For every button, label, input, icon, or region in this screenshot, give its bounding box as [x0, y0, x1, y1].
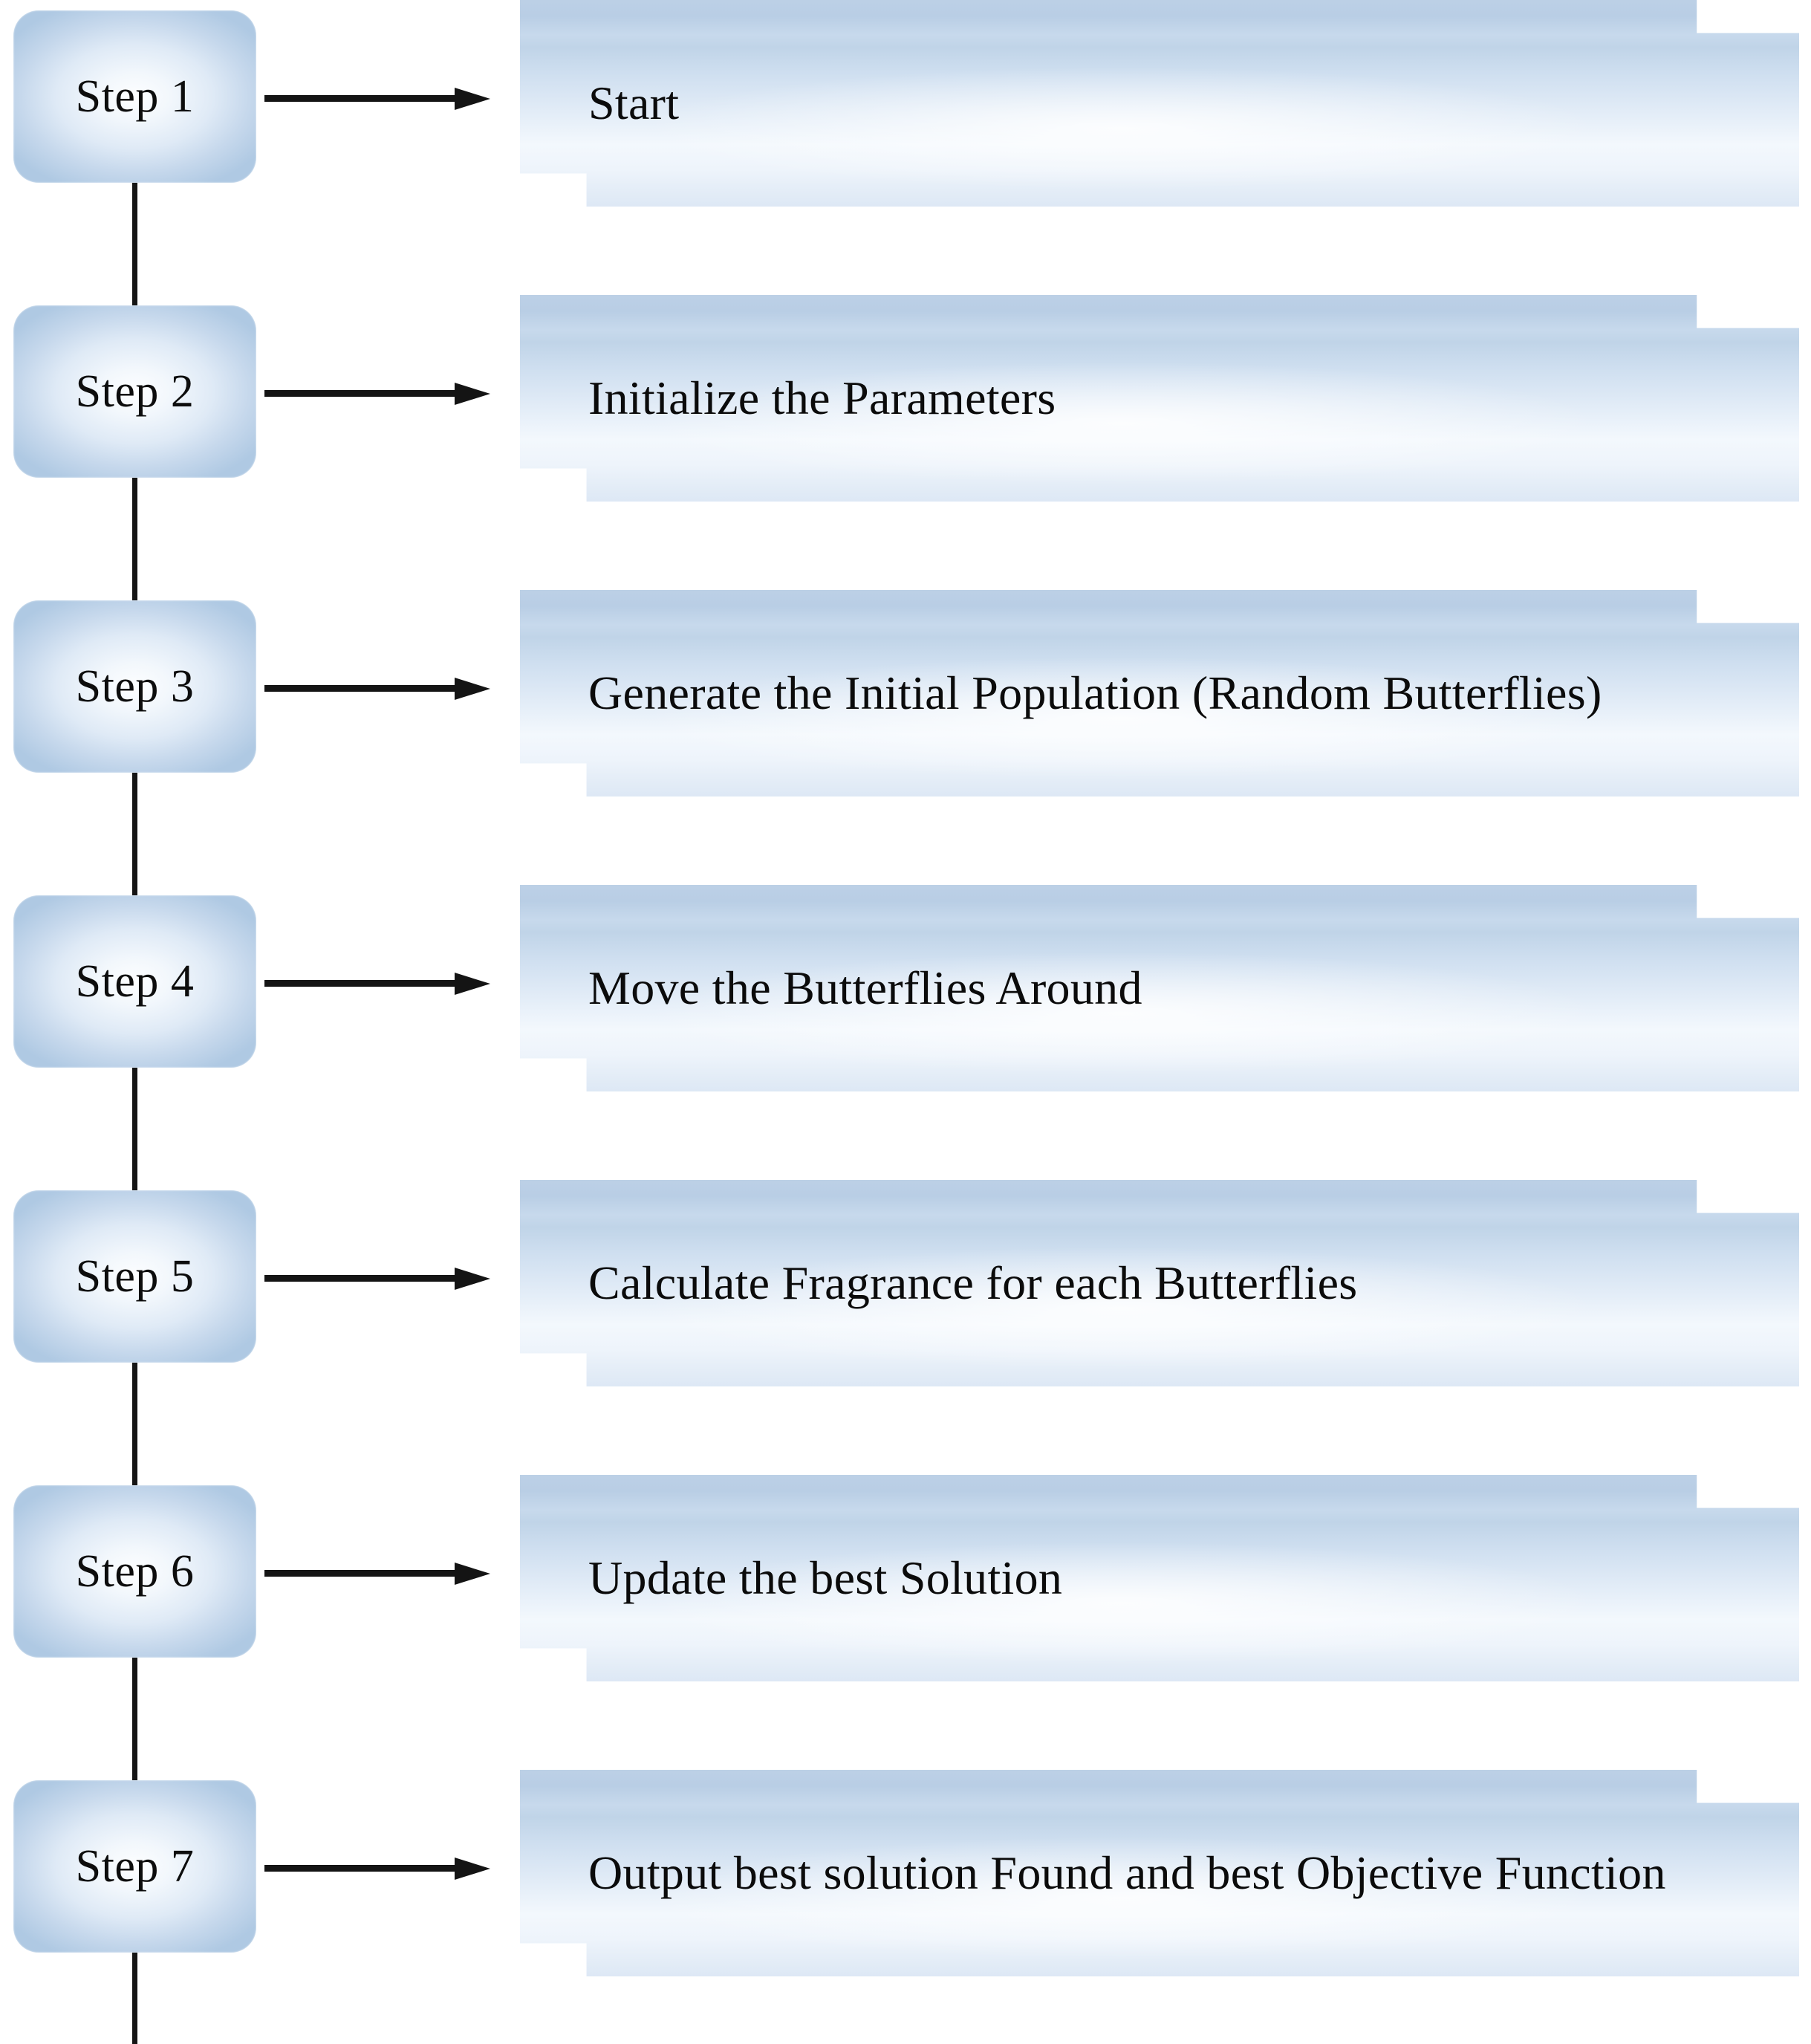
action-banner-label: Output best solution Found and best Obje… — [588, 1846, 1666, 1899]
action-banner[interactable]: Update the best Solution — [520, 1475, 1799, 1681]
action-banner-label: Generate the Initial Population (Random … — [588, 666, 1602, 719]
flow-row: Step 5 Calculate Fragrance for each Butte… — [0, 1180, 1811, 1386]
flow-connector-line — [132, 1953, 137, 2044]
arrow-head — [455, 1858, 490, 1880]
step-box[interactable]: Step 4 — [13, 895, 256, 1068]
flow-connector-line — [132, 1068, 137, 1190]
step-box[interactable]: Step 5 — [13, 1190, 256, 1363]
arrow-shaft — [264, 1570, 459, 1577]
arrow-shaft — [264, 685, 459, 692]
step-box[interactable]: Step 3 — [13, 600, 256, 773]
step-box-label: Step 6 — [75, 1545, 195, 1597]
arrow-head — [455, 1563, 490, 1585]
action-banner-label: Update the best Solution — [588, 1551, 1063, 1604]
arrow-head — [455, 88, 490, 110]
arrow-shaft — [264, 980, 459, 987]
flow-row: Step 3 Generate the Initial Population (R… — [0, 590, 1811, 796]
arrow-head — [455, 1268, 490, 1290]
step-box[interactable]: Step 1 — [13, 10, 256, 183]
flow-connector-line — [132, 773, 137, 895]
step-box-label: Step 5 — [75, 1250, 195, 1302]
action-banner[interactable]: Move the Butterflies Around — [520, 885, 1799, 1091]
arrow-shaft — [264, 390, 459, 397]
step-box[interactable]: Step 7 — [13, 1780, 256, 1953]
step-box-label: Step 3 — [75, 661, 195, 712]
action-banner[interactable]: Start — [520, 0, 1799, 207]
flow-connector-line — [132, 1658, 137, 1780]
action-banner-label: Start — [588, 77, 680, 129]
arrow-shaft — [264, 1275, 459, 1282]
action-banner-label: Move the Butterflies Around — [588, 961, 1142, 1014]
arrow-shaft — [264, 1865, 459, 1872]
arrow-head — [455, 973, 490, 995]
banner-body — [520, 0, 1799, 207]
action-banner[interactable]: Generate the Initial Population (Random … — [520, 590, 1799, 796]
flow-row: Step 4 Move the Butterflies Around — [0, 885, 1811, 1091]
arrow-right-icon — [264, 678, 510, 700]
flow-row: Step 6 Update the best Solution — [0, 1475, 1811, 1681]
action-banner-label: Calculate Fragrance for each Butterflies — [588, 1256, 1358, 1309]
arrow-right-icon — [264, 973, 510, 995]
action-banner[interactable]: Output best solution Found and best Obje… — [520, 1770, 1799, 1976]
flow-connector-line — [132, 183, 137, 305]
step-box-label: Step 7 — [75, 1840, 195, 1892]
action-banner[interactable]: Initialize the Parameters — [520, 295, 1799, 502]
action-banner-label: Initialize the Parameters — [588, 372, 1056, 424]
arrow-right-icon — [264, 88, 510, 110]
flow-row: Step 7 Output best solution Found and bes… — [0, 1770, 1811, 1976]
step-box[interactable]: Step 2 — [13, 305, 256, 478]
arrow-right-icon — [264, 383, 510, 405]
flow-row: Step 1 Start — [0, 0, 1811, 207]
flow-connector-line — [132, 478, 137, 600]
arrow-head — [455, 678, 490, 700]
action-banner[interactable]: Calculate Fragrance for each Butterflies — [520, 1180, 1799, 1386]
arrow-shaft — [264, 95, 459, 102]
flow-connector-line — [132, 1363, 137, 1485]
step-box[interactable]: Step 6 — [13, 1485, 256, 1658]
flow-row: Step 2 Initialize the Parameters — [0, 295, 1811, 502]
arrow-head — [455, 383, 490, 405]
arrow-right-icon — [264, 1268, 510, 1290]
step-box-label: Step 2 — [75, 366, 195, 417]
arrow-right-icon — [264, 1858, 510, 1880]
step-box-label: Step 1 — [75, 71, 195, 122]
arrow-right-icon — [264, 1563, 510, 1585]
step-box-label: Step 4 — [75, 956, 195, 1007]
